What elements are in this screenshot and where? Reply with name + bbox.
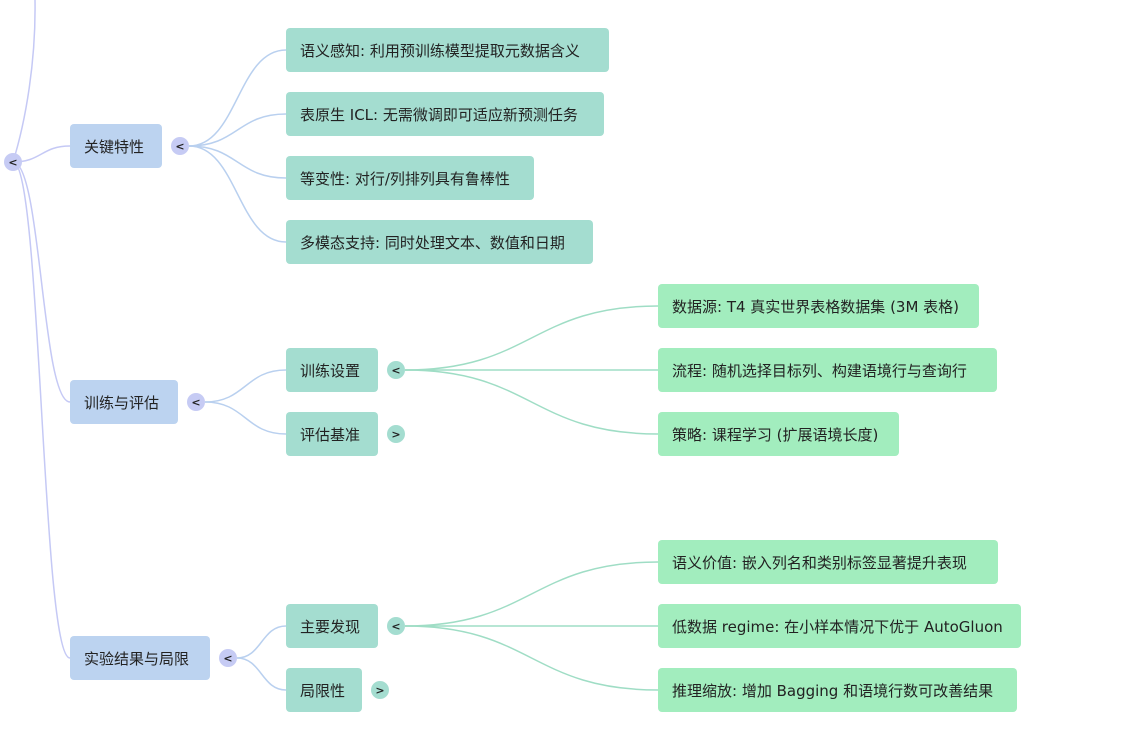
leaf-link-line	[404, 369, 659, 435]
subtopic-evaluation-benchmark[interactable]: 评估基准	[286, 412, 378, 456]
subtopic-label: 主要发现	[300, 617, 361, 636]
main-findings-collapse-toggle[interactable]: <	[387, 617, 405, 635]
subtopic-limitations[interactable]: 局限性	[286, 668, 362, 712]
subtopic-label: 等变性: 对行/列排列具有鲁棒性	[300, 169, 510, 188]
leaf-label: 数据源: T4 真实世界表格数据集 (3M 表格)	[672, 297, 960, 316]
leaf-label: 策略: 课程学习 (扩展语境长度)	[672, 425, 879, 444]
key-features-collapse-toggle[interactable]: <	[171, 137, 189, 155]
limitations-expand-toggle[interactable]: >	[371, 681, 389, 699]
root-trunk-line	[12, 0, 36, 163]
branch-link-line	[236, 657, 287, 691]
subtopic-label: 表原生 ICL: 无需微调即可适应新预测任务	[300, 105, 578, 124]
leaf-inference-scaling[interactable]: 推理缩放: 增加 Bagging 和语境行数可改善结果	[658, 668, 1017, 712]
subtopic-label: 训练设置	[300, 361, 361, 380]
leaf-link-line	[404, 305, 659, 371]
leaf-label: 流程: 随机选择目标列、构建语境行与查询行	[672, 361, 967, 380]
branch-link-line	[204, 401, 287, 435]
results-limitations-collapse-toggle[interactable]: <	[219, 649, 237, 667]
topic-label: 训练与评估	[84, 393, 160, 412]
branch-link-line	[188, 145, 287, 179]
branch-link-line	[188, 49, 287, 147]
leaf-data-source[interactable]: 数据源: T4 真实世界表格数据集 (3M 表格)	[658, 284, 979, 328]
root-collapse-toggle[interactable]: <	[4, 153, 22, 171]
topic-key-features[interactable]: 关键特性	[70, 124, 162, 168]
leaf-label: 语义价值: 嵌入列名和类别标签显著提升表现	[672, 553, 967, 572]
root-link-line	[12, 161, 71, 403]
leaf-semantic-value[interactable]: 语义价值: 嵌入列名和类别标签显著提升表现	[658, 540, 998, 584]
leaf-low-data-regime[interactable]: 低数据 regime: 在小样本情况下优于 AutoGluon	[658, 604, 1021, 648]
topic-training-evaluation[interactable]: 训练与评估	[70, 380, 178, 424]
subtopic-label: 语义感知: 利用预训练模型提取元数据含义	[300, 41, 580, 60]
topic-label: 实验结果与局限	[84, 649, 190, 668]
branch-link-line	[188, 113, 287, 147]
subtopic-semantic-awareness[interactable]: 语义感知: 利用预训练模型提取元数据含义	[286, 28, 609, 72]
branch-link-line	[188, 145, 287, 243]
leaf-strategy[interactable]: 策略: 课程学习 (扩展语境长度)	[658, 412, 899, 456]
branch-link-line	[236, 625, 287, 659]
root-link-line	[12, 161, 71, 659]
leaf-label: 低数据 regime: 在小样本情况下优于 AutoGluon	[672, 617, 1003, 636]
subtopic-equivariance[interactable]: 等变性: 对行/列排列具有鲁棒性	[286, 156, 534, 200]
topic-label: 关键特性	[84, 137, 145, 156]
subtopic-table-native-icl[interactable]: 表原生 ICL: 无需微调即可适应新预测任务	[286, 92, 604, 136]
evaluation-benchmark-expand-toggle[interactable]: >	[387, 425, 405, 443]
subtopic-multimodal-support[interactable]: 多模态支持: 同时处理文本、数值和日期	[286, 220, 593, 264]
subtopic-main-findings[interactable]: 主要发现	[286, 604, 378, 648]
subtopic-label: 多模态支持: 同时处理文本、数值和日期	[300, 233, 565, 252]
leaf-label: 推理缩放: 增加 Bagging 和语境行数可改善结果	[672, 681, 994, 700]
branch-link-line	[204, 369, 287, 403]
training-evaluation-collapse-toggle[interactable]: <	[187, 393, 205, 411]
training-setup-collapse-toggle[interactable]: <	[387, 361, 405, 379]
topic-results-limitations[interactable]: 实验结果与局限	[70, 636, 210, 680]
subtopic-label: 局限性	[300, 681, 346, 700]
subtopic-training-setup[interactable]: 训练设置	[286, 348, 378, 392]
leaf-link-line	[404, 561, 659, 627]
leaf-link-line	[404, 625, 659, 691]
subtopic-label: 评估基准	[300, 425, 361, 444]
leaf-pipeline[interactable]: 流程: 随机选择目标列、构建语境行与查询行	[658, 348, 997, 392]
